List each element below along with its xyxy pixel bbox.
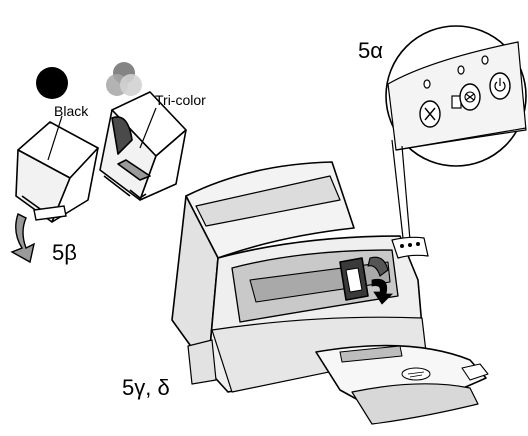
black-leader-line [47,115,63,161]
pull-tab-arrow [10,205,67,264]
step-5b-label: 5β [52,240,77,265]
printer [171,161,489,425]
cancel-button [419,100,441,128]
step-5a-label: 5α [358,38,383,63]
zoom-leader-line-1 [391,139,404,239]
resume-button [459,83,481,111]
control-panel-leds [423,55,489,89]
zoom-leader-line-2 [401,145,411,241]
black-cartridge [15,121,99,223]
power-button [489,72,511,100]
cancel-icon [424,107,436,121]
tricolor-cartridge-label: Tri-color [155,92,206,108]
tricolor-ink-dots [106,62,142,96]
tricolor-leader-line [139,107,157,149]
black-cartridge-label: Black [54,103,89,119]
insert-arrow-icon [371,278,393,305]
resume-icon [464,91,476,103]
black-ink-dot [36,67,68,99]
tricolor-cartridge [99,91,187,201]
step-5g-d-label: 5γ, δ [122,375,170,400]
power-icon [494,78,506,92]
